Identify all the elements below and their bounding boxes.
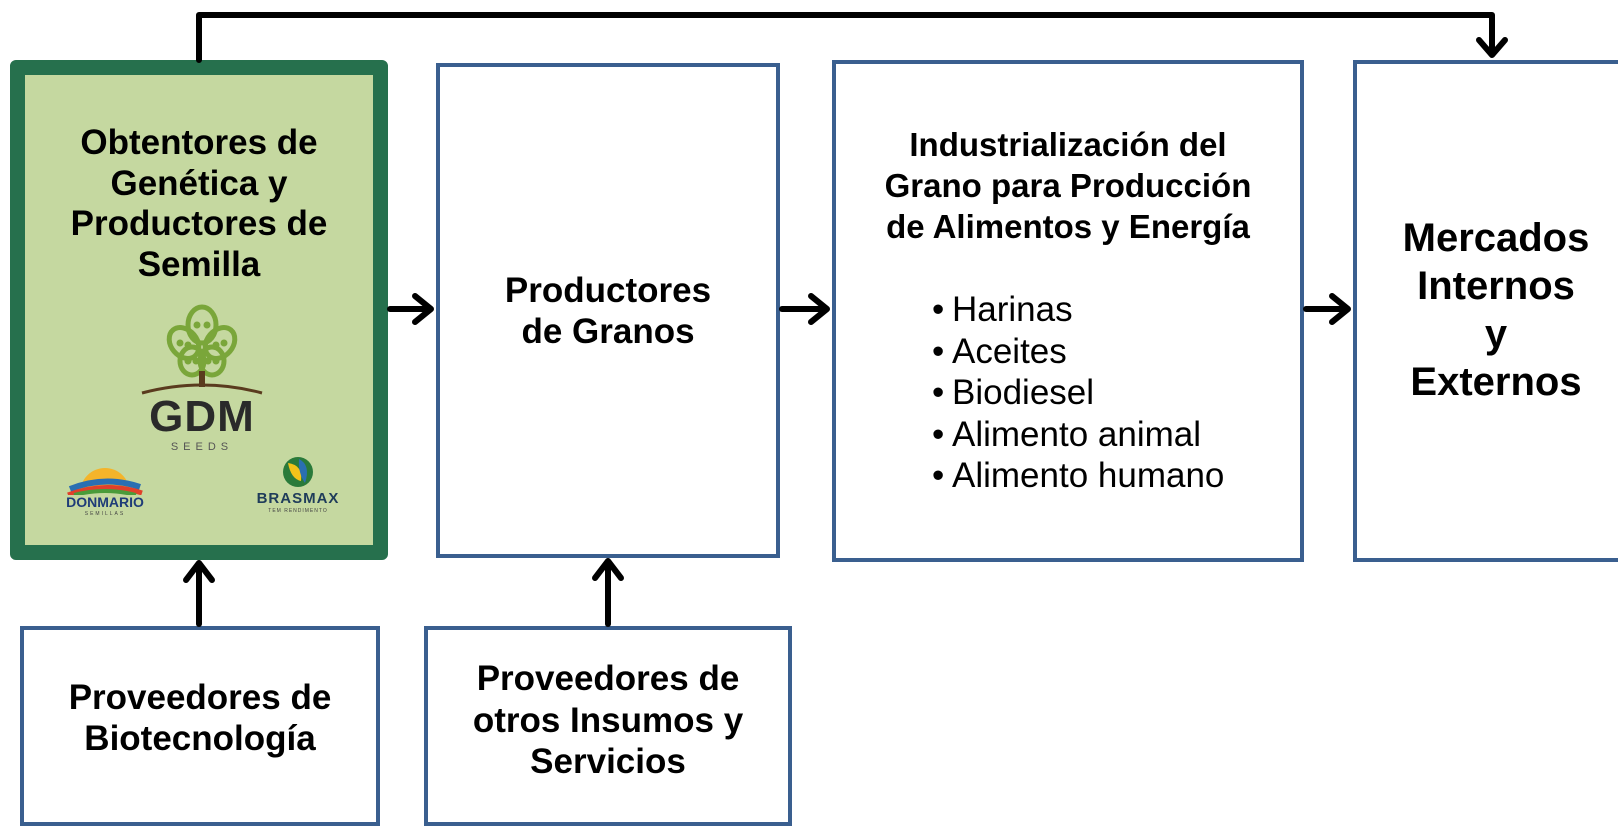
industrializacion-title: Industrialización del Grano para Producc… [884,126,1252,245]
industrializacion-box: Industrialización del Grano para Producc… [832,60,1304,562]
connector-arrows [183,12,1508,627]
proveedores-insumos-title: Proveedores de otros Insumos y Servicios [472,659,744,781]
arrowhead-right-industrializacion [808,293,830,325]
donmario-sun-icon [67,468,143,495]
brasmax-emblem-icon [283,457,313,487]
donmario-logo: DONMARIO SEMILLAS [50,459,160,519]
proveedores-biotecnologia-box: Proveedores de Biotecnología [20,626,380,826]
industrializacion-bullet-list: Harinas Aceites Biodiesel Alimento anima… [932,289,1224,497]
brasmax-logo: BRASMAX TEM RENDIMENTO [243,455,353,519]
mercados-title: Mercados Internos y Externos [1402,216,1590,404]
obtentores-title: Obtentores de Genética y Productores de … [70,123,328,284]
obtentores-box: Obtentores de Genética y Productores de … [10,60,388,560]
bullet-item: Biodiesel [932,372,1224,414]
productores-granos-box: Productores de Granos [436,63,780,558]
arrowhead-right-productores [412,293,434,325]
bullet-item: Harinas [932,289,1224,331]
gdm-logo: GDM SEEDS [137,303,267,453]
bullet-item: Alimento humano [932,455,1224,497]
gdm-tree-icon [141,304,263,395]
arrowhead-down-mercados [1476,37,1508,58]
bullet-item: Alimento animal [932,414,1224,456]
arrowhead-up-obtentores [183,560,215,583]
gdm-logo-sub: SEEDS [170,441,234,453]
mercados-box: Mercados Internos y Externos [1353,60,1618,562]
proveedores-biotecnologia-title: Proveedores de Biotecnología [68,678,332,758]
brasmax-logo-sub: TEM RENDIMENTO [268,508,328,514]
productores-granos-title: Productores de Granos [504,271,712,351]
arrowhead-up-productores [592,558,624,581]
donmario-logo-sub: SEMILLAS [84,511,126,517]
arrowhead-right-mercados [1329,293,1351,325]
arrow-obtentores-to-mercados [196,12,1495,63]
brasmax-logo-text: BRASMAX [256,490,340,507]
donmario-logo-text: DONMARIO [66,494,144,510]
gdm-logo-text: GDM [149,392,255,441]
bullet-item: Aceites [932,331,1224,373]
